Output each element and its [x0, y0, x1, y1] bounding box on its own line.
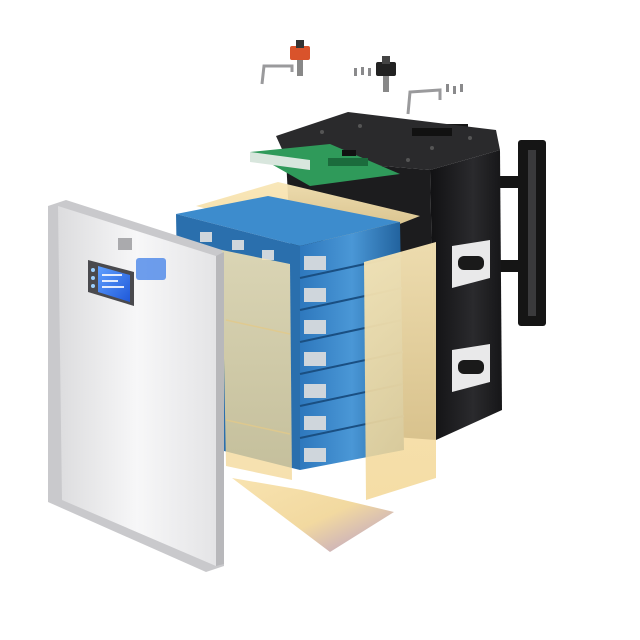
insulation-sheet-middle	[222, 250, 292, 480]
negative-terminal-icon	[376, 56, 396, 92]
display-glow	[136, 258, 166, 280]
panel-connector-icon	[118, 238, 132, 250]
lcd-display	[88, 260, 134, 306]
insulation-sheet-right	[364, 242, 436, 500]
positive-terminal-icon	[290, 40, 310, 76]
handle-lower-icon	[452, 344, 490, 392]
terminals	[260, 40, 463, 115]
handles	[452, 240, 490, 392]
bms-board	[250, 144, 400, 186]
front-panel	[48, 200, 224, 572]
wall-bracket	[440, 124, 546, 326]
handle-upper-icon	[452, 240, 490, 288]
insulation-sheet-bottom	[232, 478, 394, 552]
